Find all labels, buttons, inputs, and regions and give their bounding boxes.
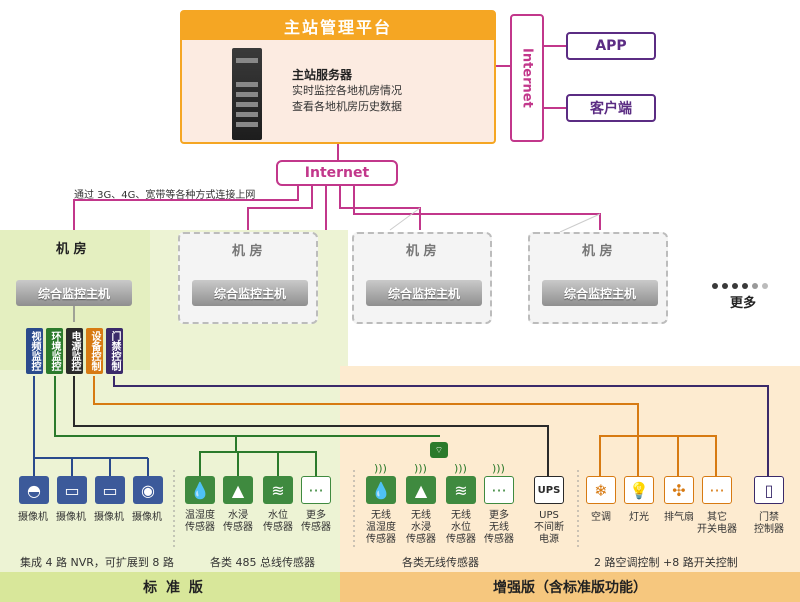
sensor-label: 温湿度传感器 (185, 510, 215, 533)
sensor-label: 更多传感器 (301, 510, 331, 533)
camera-bullet-icon: ▭ (57, 476, 87, 504)
sensor-label: 更多无线传感器 (484, 510, 514, 545)
ups-icon: UPS (534, 476, 564, 504)
tab-video: 视频监控 (26, 328, 43, 374)
wireless-signal-icon: ))) (414, 462, 427, 475)
humidity-sensor-icon: 💧 (185, 476, 215, 504)
internet-main-box: Internet (276, 160, 398, 186)
internet-label: Internet (519, 48, 535, 108)
camera-ptz-icon: ◉ (133, 476, 163, 504)
air-conditioner-icon: ❄ (586, 476, 616, 504)
server-desc-line: 查看各地机房历史数据 (292, 100, 402, 113)
wifi-icon: ⌔ (430, 442, 448, 458)
sensor-label: 无线水浸传感器 (406, 510, 436, 545)
wireless-signal-icon: ))) (374, 462, 387, 475)
control-note: 2 路空调控制 +8 路开关控制 (594, 556, 738, 569)
room-box: 机 房 综合监控主机 (178, 232, 318, 324)
server-title: 主站服务器 (292, 68, 353, 82)
camera-label: 摄像机 (56, 512, 86, 523)
more-appliance-icon: ··· (702, 476, 732, 504)
camera-label: 摄像机 (18, 512, 48, 523)
wireless-signal-icon: ))) (492, 462, 505, 475)
more-label: 更多 (730, 296, 757, 311)
exhaust-fan-icon: ✣ (664, 476, 694, 504)
internet-vertical-box: Internet (510, 14, 544, 142)
enhanced-edition-label: 增强版（含标准版功能） (340, 572, 800, 602)
server-desc-line: 实时监控各地机房情况 (292, 84, 402, 97)
sensor-label: 水浸传感器 (223, 510, 253, 533)
tab-access-control: 门禁控制 (106, 328, 123, 374)
server-icon (232, 48, 262, 140)
nvr-note: 集成 4 路 NVR，可扩展到 8 路 (20, 556, 174, 569)
light-bulb-icon: 💡 (624, 476, 654, 504)
room-title: 机 房 (406, 244, 437, 259)
room-title: 机 房 (56, 242, 87, 257)
monitor-host: 综合监控主机 (542, 280, 658, 306)
tab-environment: 环境监控 (46, 328, 63, 374)
water-leak-sensor-icon: ▲ (223, 476, 253, 504)
master-platform: 主站管理平台 主站服务器 实时监控各地机房情况 查看各地机房历史数据 (180, 10, 496, 144)
wireless-signal-icon: ))) (454, 462, 467, 475)
monitor-host: 综合监控主机 (192, 280, 308, 306)
standard-edition-label: 标 准 版 (0, 572, 348, 602)
room-title: 机 房 (582, 244, 613, 259)
room-title: 机 房 (232, 244, 263, 259)
room-box: 机 房 综合监控主机 (528, 232, 668, 324)
camera-dome-icon: ◓ (19, 476, 49, 504)
sensor-label: 无线温湿度传感器 (366, 510, 396, 545)
control-label: 其它开关电器 (697, 512, 737, 535)
client-app: APP (566, 32, 656, 60)
more-sensor-icon: ··· (301, 476, 331, 504)
monitor-host: 综合监控主机 (366, 280, 482, 306)
water-level-sensor-icon: ≋ (263, 476, 293, 504)
room-box: 机 房 综合监控主机 (352, 232, 492, 324)
sensor-label: 水位传感器 (263, 510, 293, 533)
monitor-host: 综合监控主机 (16, 280, 132, 306)
sensor-label: 无线水位传感器 (446, 510, 476, 545)
camera-bullet-icon: ▭ (95, 476, 125, 504)
tab-device-control: 设备控制 (86, 328, 103, 374)
connection-note: 通过 3G、4G、宽带等各种方式连接上网 (74, 190, 256, 201)
client-desktop: 客户端 (566, 94, 656, 122)
wireless-water-leak-sensor-icon: ▲ (406, 476, 436, 504)
control-label: 排气扇 (664, 512, 694, 523)
tab-power: 电源监控 (66, 328, 83, 374)
control-label: 空调 (591, 512, 611, 523)
more-wireless-sensor-icon: ··· (484, 476, 514, 504)
camera-label: 摄像机 (94, 512, 124, 523)
wireless-water-level-sensor-icon: ≋ (446, 476, 476, 504)
wireless-humidity-sensor-icon: 💧 (366, 476, 396, 504)
more-dots-icon (712, 274, 772, 293)
access-label: 门禁控制器 (754, 512, 784, 535)
platform-title: 主站管理平台 (182, 12, 494, 40)
wireless-note: 各类无线传感器 (402, 556, 479, 569)
door-access-icon: ▯ (754, 476, 784, 504)
camera-label: 摄像机 (132, 512, 162, 523)
control-label: 灯光 (629, 512, 649, 523)
rs485-note: 各类 485 总线传感器 (210, 556, 315, 569)
